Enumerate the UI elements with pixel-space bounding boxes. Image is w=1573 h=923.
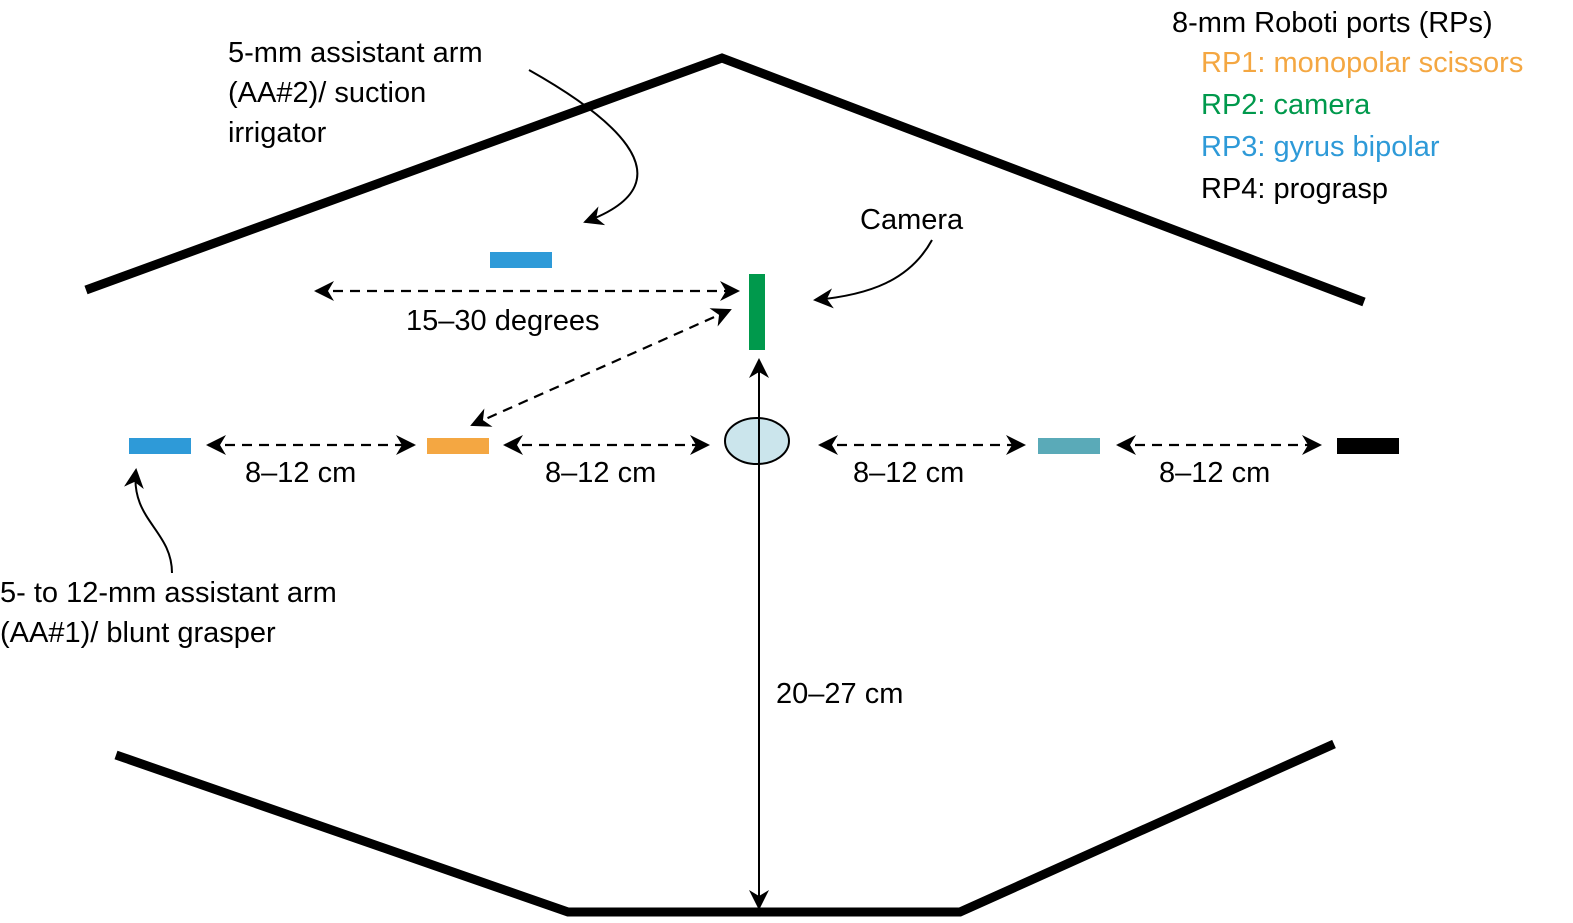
aa2-label-line-3: irrigator: [228, 117, 327, 149]
legend-item-rp1: RP1: monopolar scissors: [1201, 47, 1523, 79]
aa1-label-line-1: 5- to 12-mm assistant arm: [0, 577, 337, 609]
aa2-label-line-1: 5-mm assistant arm: [228, 37, 483, 69]
legend-item-rp2: RP2: camera: [1201, 89, 1371, 121]
spacing-label-4: 8–12 cm: [1159, 457, 1270, 489]
depth-label: 20–27 cm: [776, 678, 903, 710]
upper-body-outline: [84, 53, 1366, 307]
aa2-label-line-2: (AA#2)/ suction: [228, 77, 426, 109]
angle-label: 15–30 degrees: [406, 305, 600, 337]
port-camera-rp2: [749, 274, 765, 350]
port-rp1: [427, 438, 489, 454]
port-rp4: [1337, 438, 1399, 454]
camera-callout-arrow: [813, 239, 933, 309]
umbilicus: [724, 417, 790, 465]
camera-label: Camera: [860, 204, 964, 236]
aa1-callout-arrow: [123, 468, 173, 574]
port-rp3: [1038, 438, 1100, 454]
legend-item-rp4: RP4: prograsp: [1201, 173, 1388, 205]
aa2-callout-arrow: [528, 69, 639, 226]
aa1-label-line-2: (AA#1)/ blunt grasper: [0, 617, 276, 649]
spacing-label-2: 8–12 cm: [545, 457, 656, 489]
legend-item-rp3: RP3: gyrus bipolar: [1201, 131, 1440, 163]
spacing-label-3: 8–12 cm: [853, 457, 964, 489]
lower-body-outline: [114, 739, 1336, 917]
spacing-label-1: 8–12 cm: [245, 457, 356, 489]
legend: 8-mm Roboti ports (RPs) RP1: monopolar s…: [1172, 7, 1523, 205]
legend-heading: 8-mm Roboti ports (RPs): [1172, 7, 1493, 39]
port-aa2: [490, 252, 552, 268]
diagonal-arrow: [470, 308, 732, 427]
port-aa1: [129, 438, 191, 454]
